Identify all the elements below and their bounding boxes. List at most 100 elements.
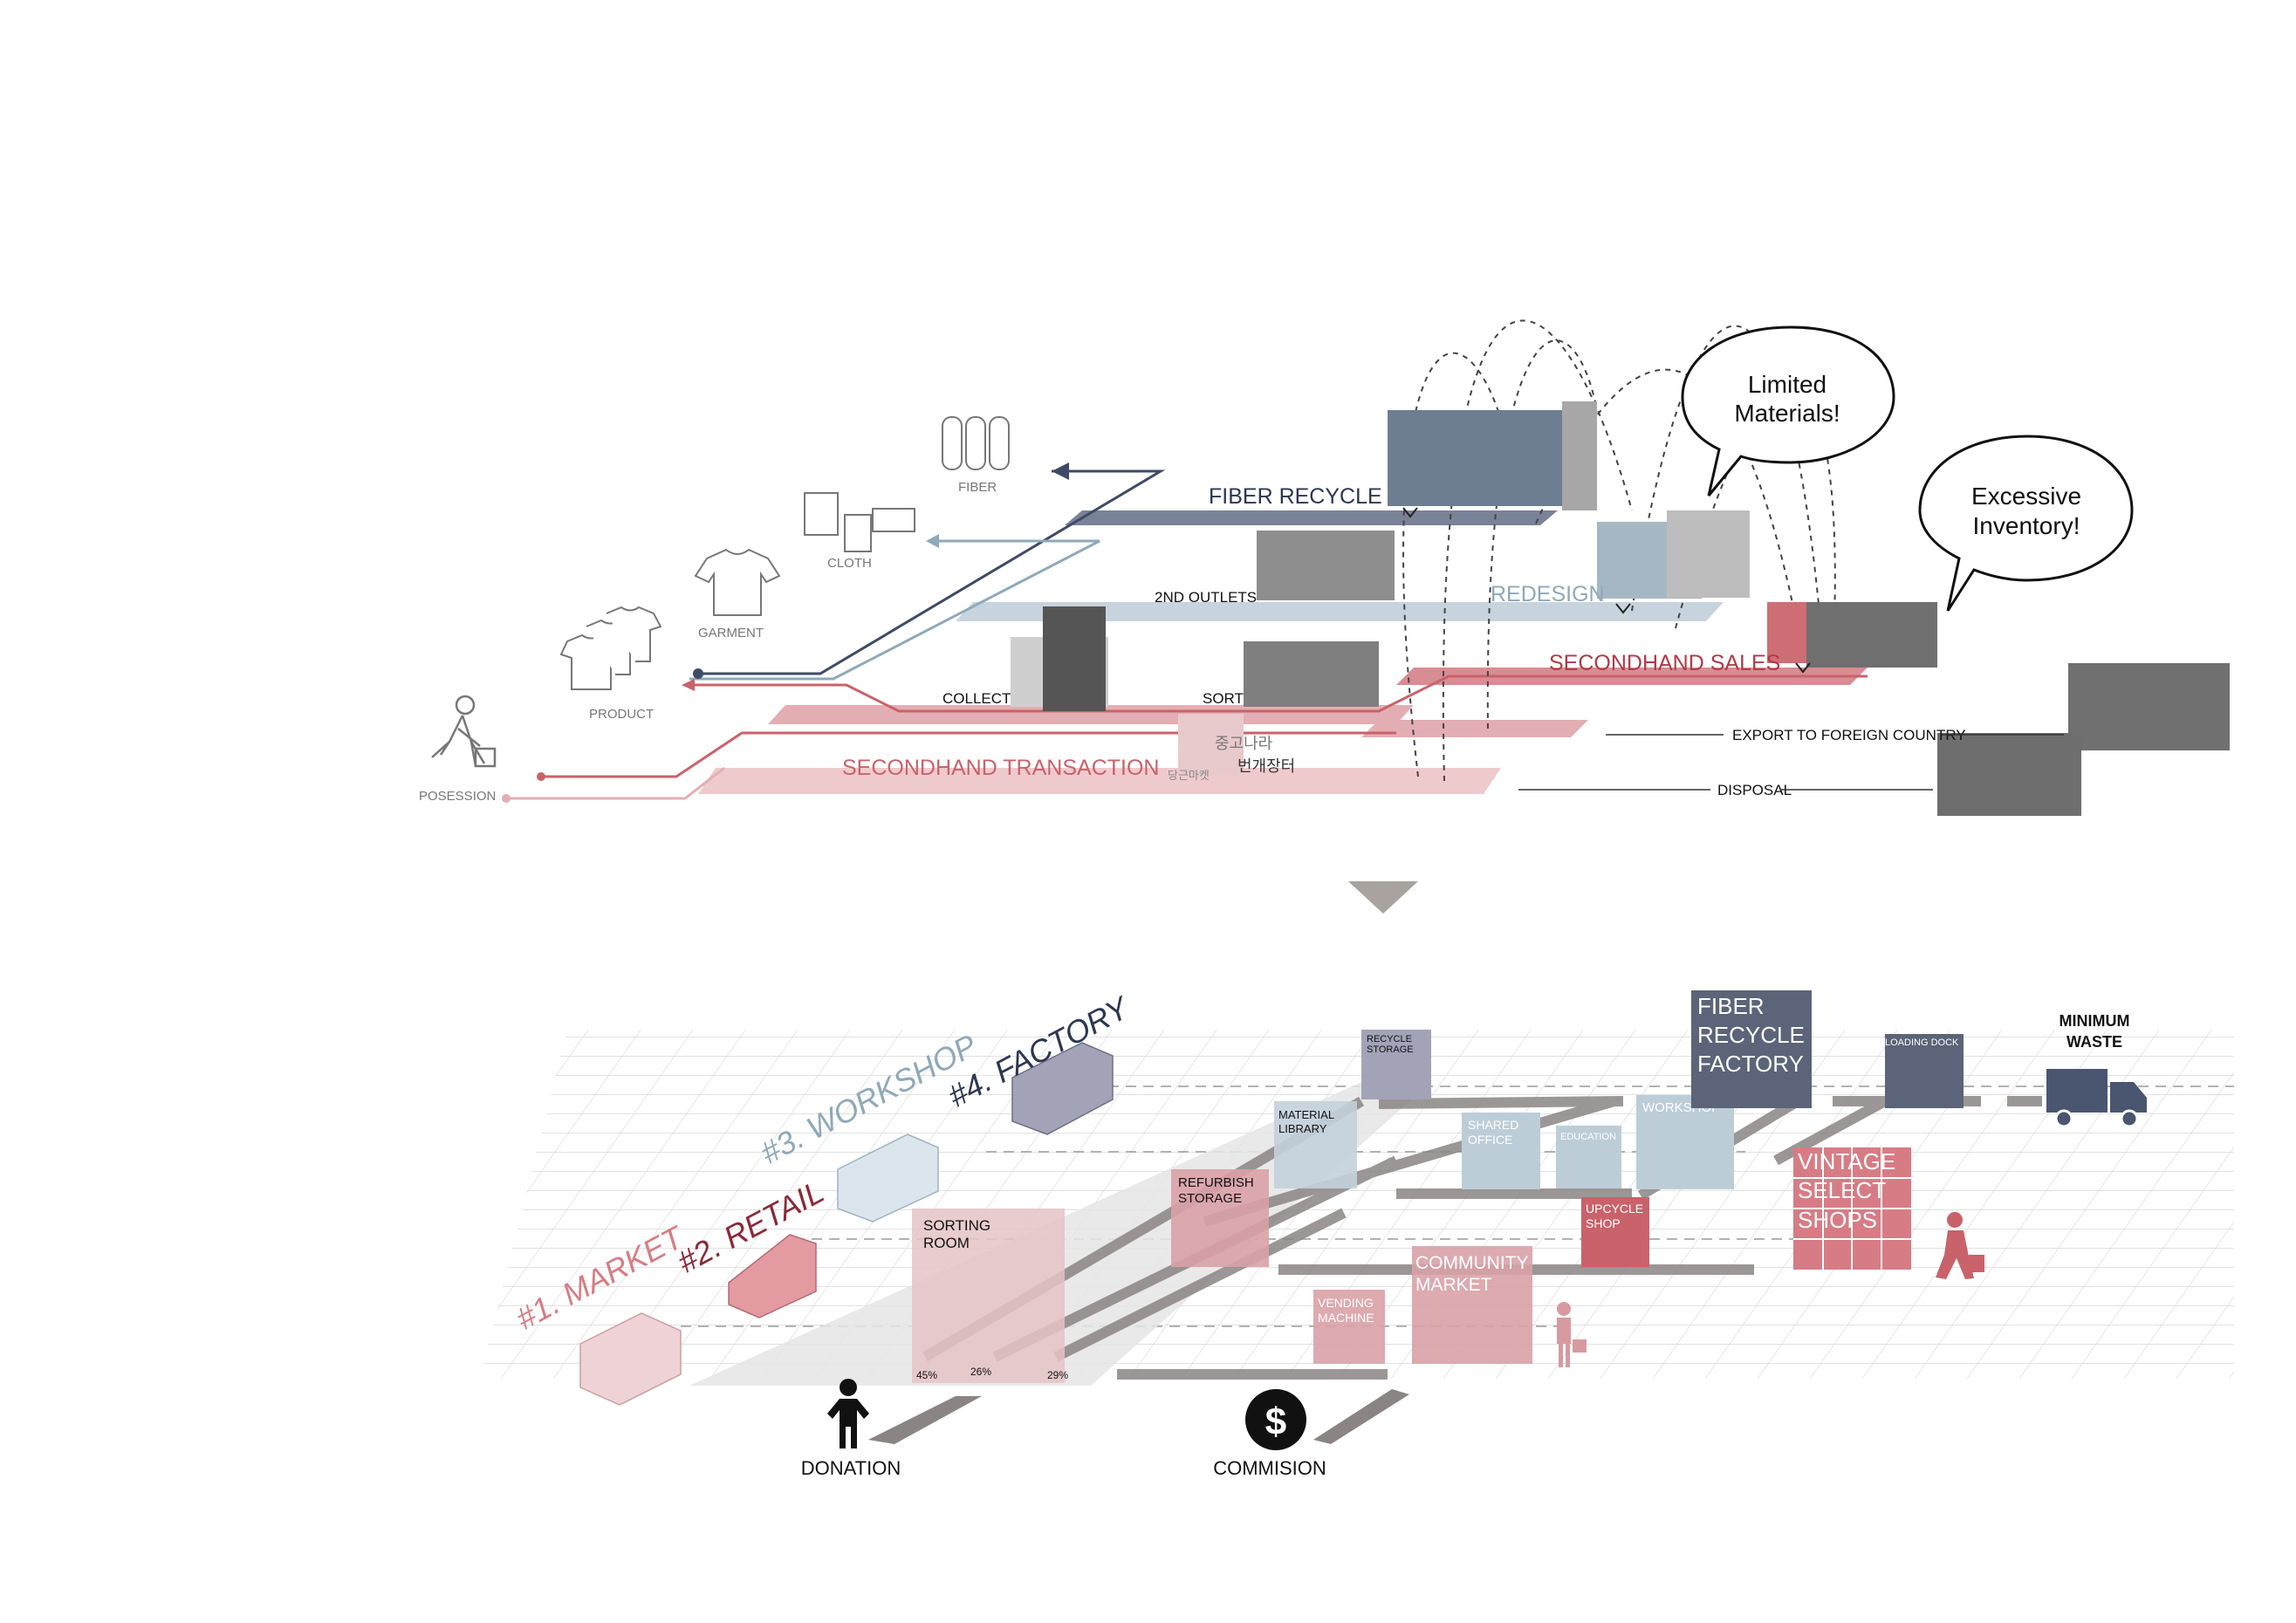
vending-line2: MACHINE — [1318, 1311, 1374, 1325]
fiber-recycle-bar — [1065, 510, 1558, 525]
fiber-arrowhead — [1052, 462, 1069, 480]
education-label: EDUCATION — [1560, 1132, 1616, 1142]
redesign-chevron-icon — [1615, 603, 1631, 614]
limited-materials-line1: Limited — [1748, 371, 1827, 398]
vintage-line3: SHOPS — [1798, 1207, 1877, 1233]
down-arrow-icon — [1348, 881, 1418, 914]
pct-26: 26% — [970, 1366, 991, 1378]
recycle-line2: STORAGE — [1367, 1044, 1414, 1055]
fiber-recycle-label: FIBER RECYCLE — [1209, 484, 1382, 509]
collect-bin — [1043, 606, 1106, 711]
typology-market-block — [579, 1312, 682, 1406]
fiber-recycle-photo — [1388, 410, 1562, 506]
vending-machine — [1313, 1290, 1385, 1364]
top-lifecycle-diagram: FIBER RECYCLE REDESIGN SECONDHAND SALES … — [419, 319, 2230, 816]
sort-photo — [1244, 641, 1379, 707]
garment-icon — [694, 548, 781, 616]
fiber-chevron-icon — [1402, 507, 1418, 518]
export-photo — [2068, 663, 2230, 750]
collect-label: COLLECT — [942, 690, 1011, 707]
upcycle-shop — [1581, 1197, 1649, 1267]
loading-dock-label: LOADING DOCK — [1885, 1037, 1959, 1048]
export-bar — [1361, 720, 1588, 737]
fiber-factory-line2: RECYCLE — [1697, 1022, 1805, 1048]
redesign-worker-photo — [1667, 510, 1750, 598]
material-line2: LIBRARY — [1278, 1122, 1327, 1135]
upcycle-line2: SHOP — [1586, 1216, 1621, 1230]
recycle-line1: RECYCLE — [1367, 1034, 1412, 1044]
redesign-bar — [956, 602, 1724, 621]
excessive-inventory-bubble — [1918, 435, 2134, 612]
export-label: EXPORT TO FOREIGN COUNTRY — [1732, 727, 1966, 743]
material-line1: MATERIAL — [1278, 1108, 1334, 1121]
cloth-label: CLOTH — [827, 556, 872, 571]
donor-icon — [827, 1379, 869, 1448]
community-market — [1412, 1246, 1532, 1364]
minimum-waste-line2: WASTE — [2066, 1033, 2122, 1051]
vintage-line1: VINTAGE — [1798, 1148, 1895, 1174]
limited-materials-line2: Materials! — [1734, 400, 1840, 427]
product-flow-line — [685, 675, 1868, 713]
bottom-program-diagram: #1. MARKET #2. RETAIL #3. WORKSHOP #4. F… — [480, 989, 2234, 1479]
shopper-icon-red — [1936, 1212, 1984, 1279]
dollar-sign: $ — [1265, 1400, 1286, 1443]
sales-chevron-icon — [1795, 662, 1811, 674]
refurbish-line1: REFURBISH — [1178, 1175, 1254, 1190]
disposal-label: DISPOSAL — [1717, 782, 1792, 798]
garment-label: GARMENT — [698, 626, 764, 640]
community-line2: MARKET — [1415, 1275, 1492, 1295]
sorting-room-line1: SORTING — [923, 1217, 990, 1234]
posession-flow-line — [541, 731, 1396, 778]
pct-45: 45% — [916, 1369, 937, 1381]
bungae-label: 번개장터 — [1237, 757, 1295, 775]
fiber-flow-line — [698, 469, 1166, 675]
fiber-factory-line3: FACTORY — [1697, 1051, 1804, 1077]
refurbish-line2: STORAGE — [1178, 1191, 1242, 1206]
posession-icon — [431, 695, 497, 768]
workshop-room — [1636, 1095, 1734, 1189]
excessive-inventory-line2: Inventory! — [1973, 512, 2080, 539]
sorting-room-line2: ROOM — [923, 1235, 970, 1251]
commision-coin-icon — [1245, 1389, 1306, 1450]
vending-line1: VENDING — [1318, 1296, 1374, 1310]
product-arrowhead — [682, 679, 695, 691]
joonggonara-label: 중고나라 — [1215, 735, 1273, 752]
upcycle-line1: UPCYCLE — [1586, 1202, 1643, 1216]
secondhand-sales-label: SECONDHAND SALES — [1549, 651, 1780, 675]
outlets-label: 2ND OUTLETS — [1155, 589, 1257, 606]
typology-factory-block — [1011, 1042, 1114, 1135]
material-library — [1274, 1101, 1357, 1188]
refurbish-storage — [1171, 1169, 1269, 1267]
limited-materials-bubble — [1681, 325, 1895, 496]
sort-label: SORT — [1203, 690, 1244, 707]
outlets-photo — [1257, 531, 1395, 600]
fiber-label: FIBER — [958, 480, 997, 495]
vintage-select-shops — [1793, 1147, 1911, 1270]
factory-machine-photo — [1562, 401, 1597, 510]
fiber-factory-line1: FIBER — [1697, 993, 1765, 1019]
recycle-storage — [1361, 1030, 1431, 1099]
fiber-start-dot — [693, 668, 703, 679]
shared-line2: OFFICE — [1468, 1133, 1512, 1147]
truck-icon — [2046, 1069, 2147, 1128]
fiber-recycle-factory — [1691, 990, 1812, 1108]
typology-workshop-block — [837, 1133, 939, 1222]
cloth-icon — [804, 492, 915, 552]
vintage-line2: SELECT — [1798, 1177, 1886, 1203]
cloth-arrowhead — [926, 534, 939, 548]
sorting-room — [912, 1209, 1065, 1383]
product-icon — [559, 606, 662, 690]
excessive-inventory-line1: Excessive — [1971, 483, 2081, 510]
daangn-label: 당근마켓 — [1168, 769, 1210, 782]
disposal-photo — [1937, 733, 2081, 816]
pct-29: 29% — [1047, 1369, 1068, 1381]
shopper-icon-pink — [1557, 1302, 1587, 1367]
community-line1: COMMUNITY — [1415, 1253, 1529, 1273]
secondhand-transaction-label: SECONDHAND TRANSACTION — [842, 756, 1159, 780]
cloth-flow-line — [689, 539, 1100, 681]
minimum-waste-line1: MINIMUM — [2060, 1012, 2130, 1030]
education-room — [1556, 1126, 1621, 1188]
sales-photo — [1806, 602, 1937, 668]
donation-arrow — [868, 1396, 982, 1444]
